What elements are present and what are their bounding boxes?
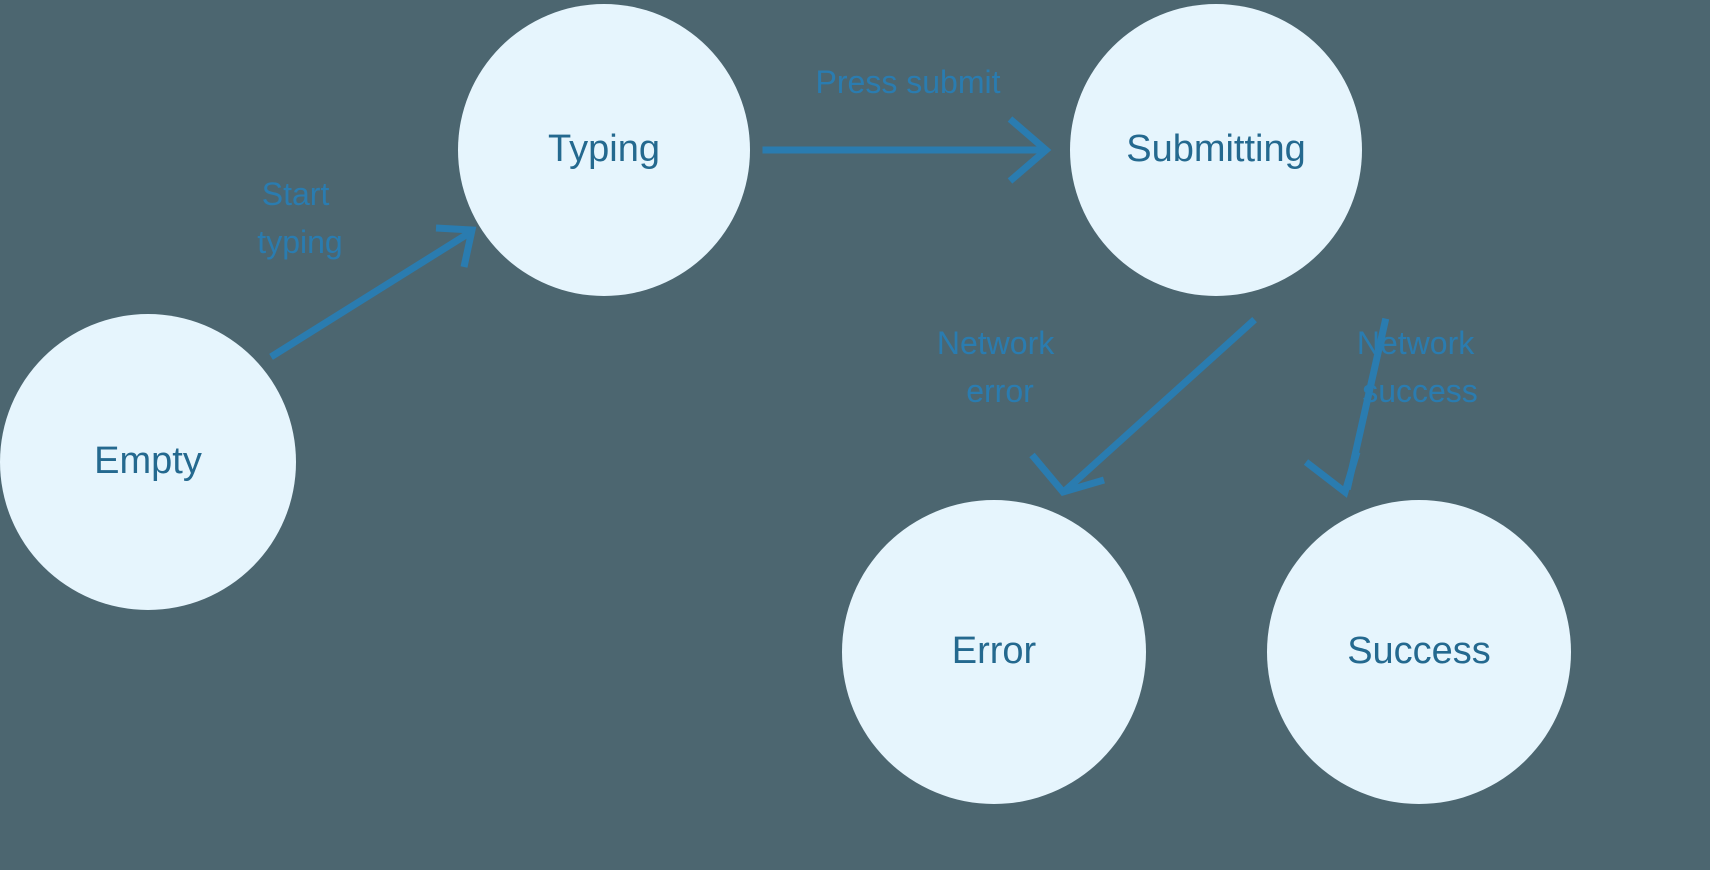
edge-typing-to-submitting: Press submit	[762, 64, 1052, 184]
state-label-empty: Empty	[94, 440, 202, 482]
state-circle-submitting[interactable]	[1070, 4, 1362, 296]
edge-label-start-typing: Start typing	[257, 176, 342, 260]
edge-line-submitting-to-error	[1063, 317, 1257, 493]
state-node-success[interactable]: Success	[1267, 500, 1571, 804]
arrowhead-empty-to-typing	[435, 224, 477, 268]
arrowhead-typing-to-submitting	[1007, 116, 1052, 184]
edge-submitting-to-success: Network success	[1303, 317, 1483, 498]
state-label-typing: Typing	[548, 128, 660, 170]
state-label-error: Error	[952, 630, 1037, 672]
edge-label-press-submit: Press submit	[816, 64, 1001, 100]
state-circle-error[interactable]	[842, 500, 1146, 804]
state-node-error[interactable]: Error	[842, 500, 1146, 804]
state-circle-typing[interactable]	[458, 4, 750, 296]
state-node-submitting[interactable]: Submitting	[1070, 4, 1362, 296]
edge-label-network-error: Network error	[937, 325, 1063, 409]
arrowhead-submitting-to-success	[1303, 450, 1361, 498]
arrowhead-submitting-to-error	[1029, 452, 1105, 497]
state-node-typing[interactable]: Typing	[458, 4, 750, 296]
edge-line-empty-to-typing	[269, 230, 471, 360]
state-label-submitting: Submitting	[1126, 128, 1306, 170]
state-circle-empty[interactable]	[0, 314, 296, 610]
edge-submitting-to-error: Network error	[937, 317, 1257, 497]
edge-empty-to-typing: Start typing	[257, 176, 477, 360]
state-circle-success[interactable]	[1267, 500, 1571, 804]
state-node-empty[interactable]: Empty	[0, 314, 296, 610]
state-label-success: Success	[1347, 630, 1491, 672]
edge-label-network-success: Network success	[1357, 325, 1483, 409]
